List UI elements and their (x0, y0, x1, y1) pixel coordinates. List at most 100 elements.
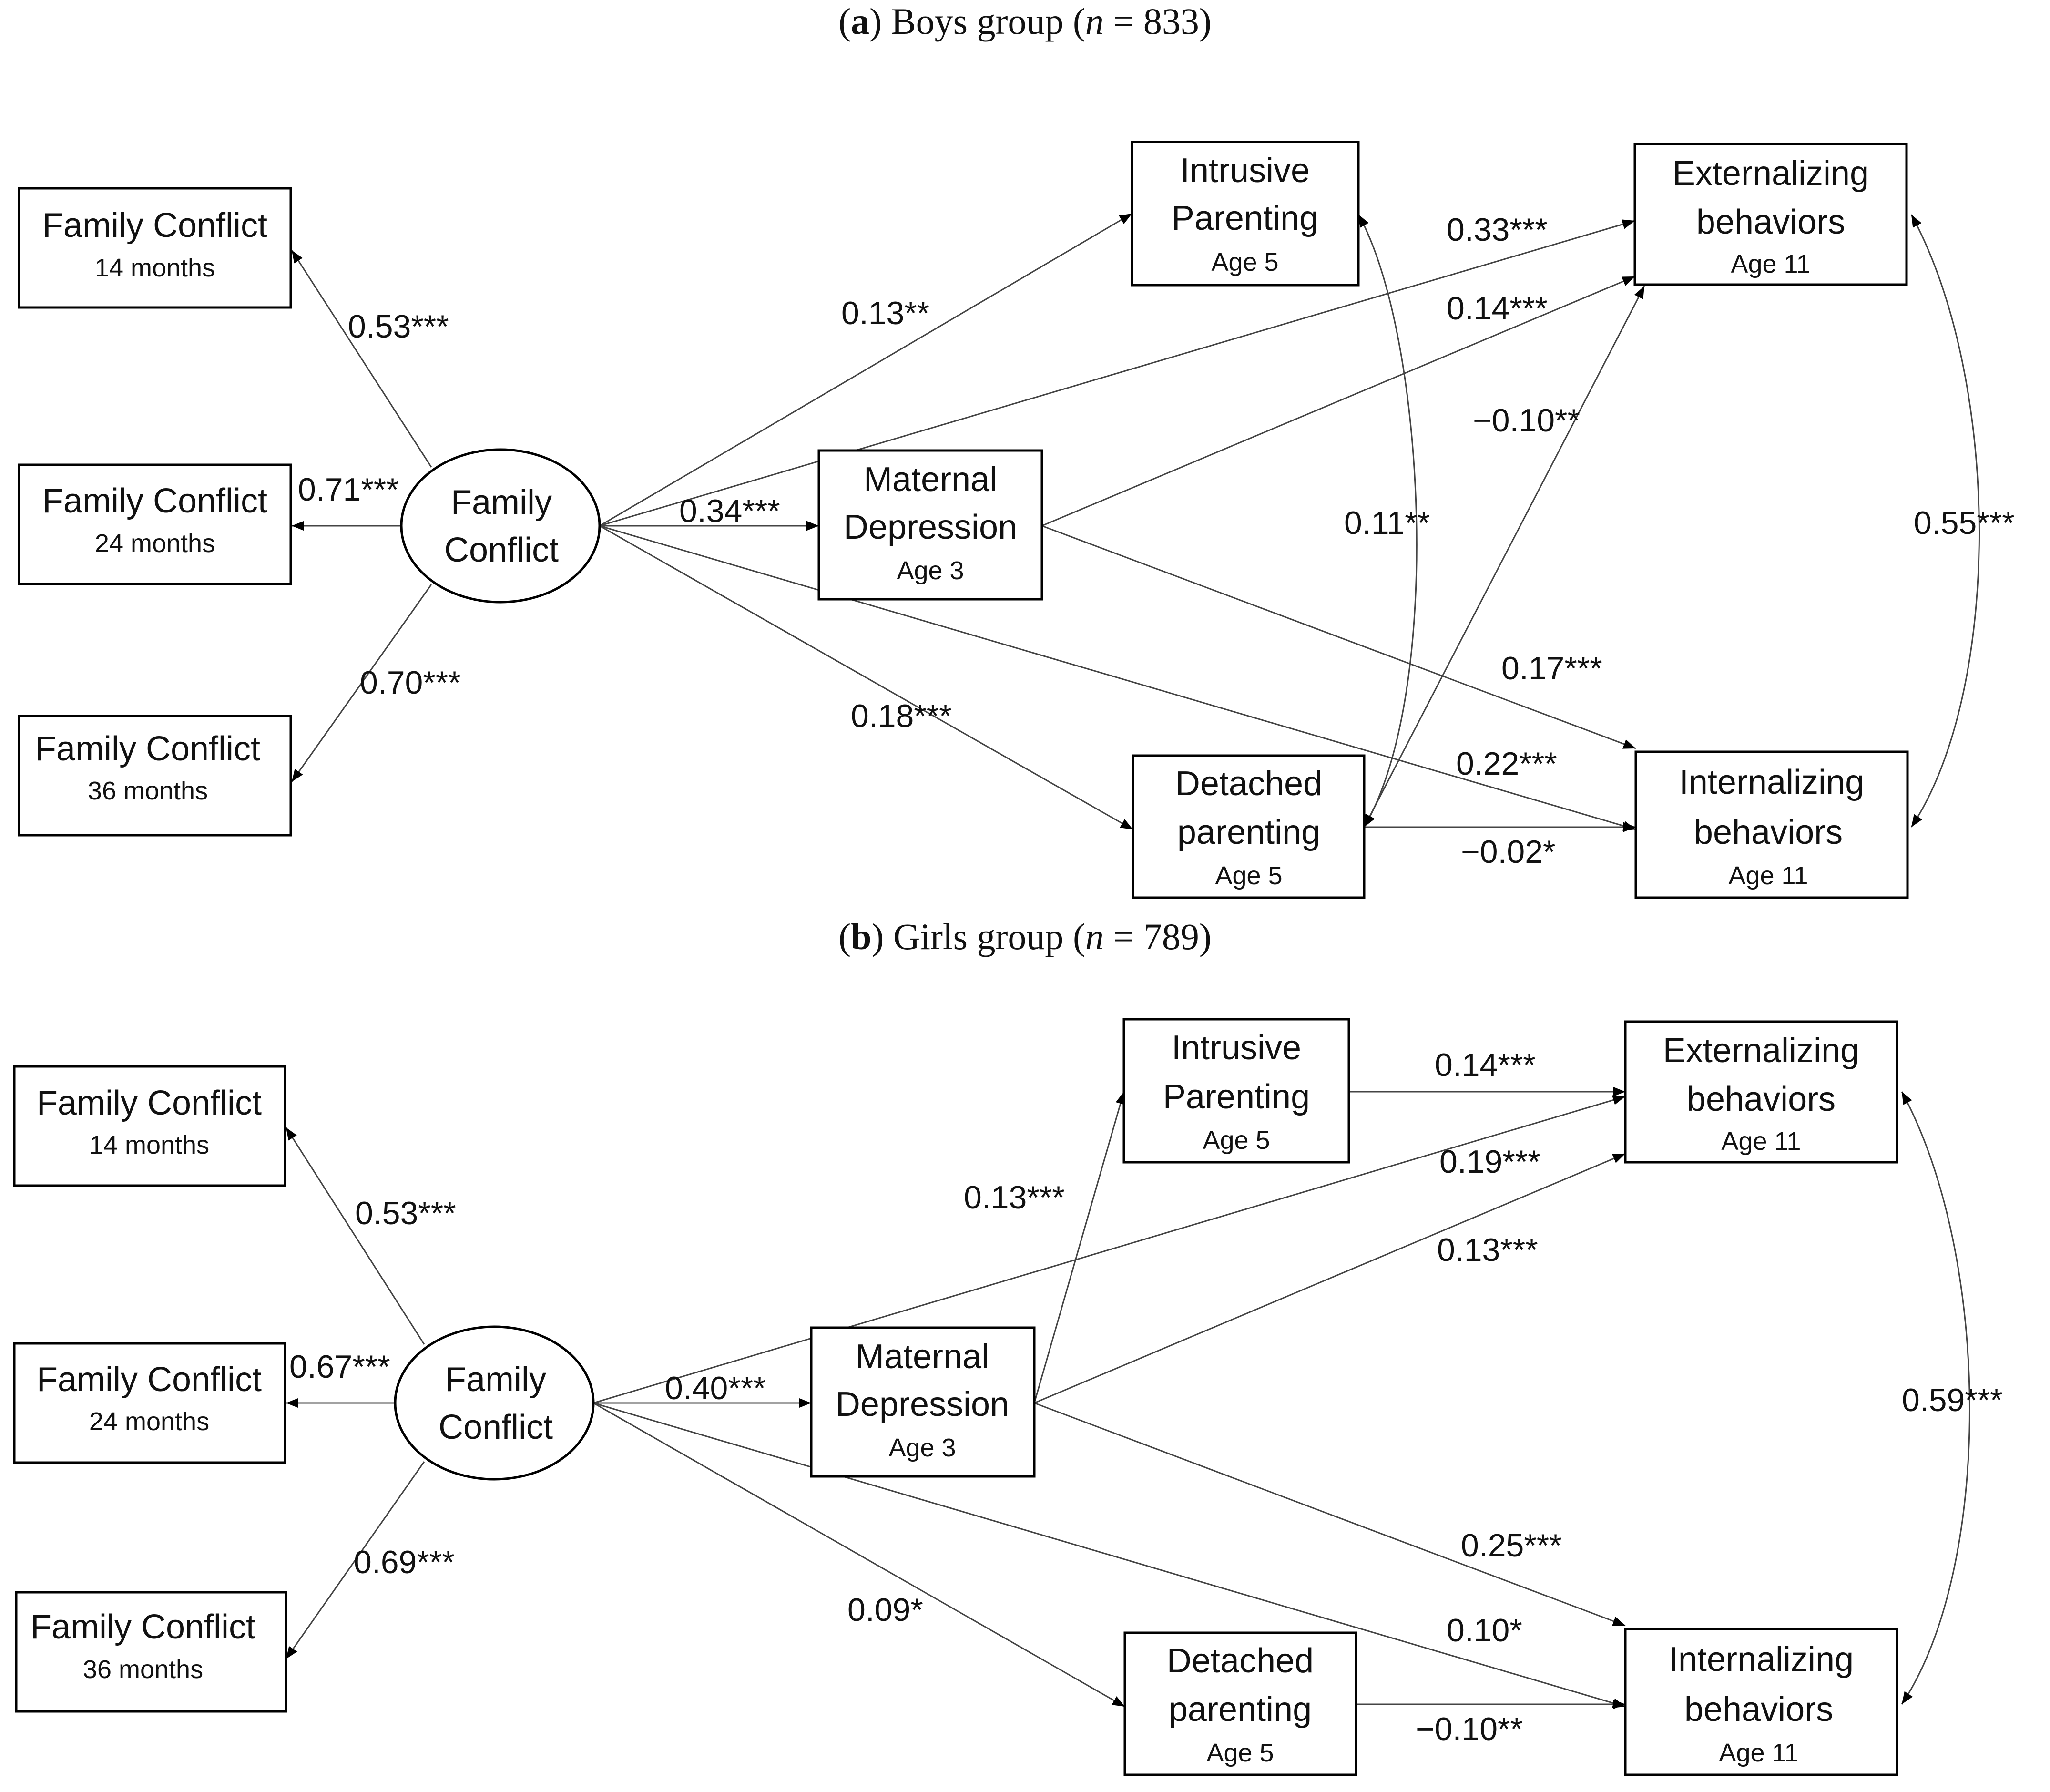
node-intrusive-b: Intrusive Parenting Age 5 (1122, 1018, 1350, 1164)
coef-maternal-external-b: 0.13*** (1437, 1232, 1538, 1268)
label-detached-line2: parenting (1177, 813, 1320, 851)
box-intrusive (1131, 141, 1360, 287)
box-intrusive-b (1122, 1018, 1350, 1164)
path-detached-external (1363, 286, 1645, 828)
label-latent-line2: Conflict (444, 531, 559, 569)
label-fc14-b: Family Conflict (37, 1084, 262, 1122)
node-detached-b: Detached parenting Age 5 (1123, 1631, 1357, 1776)
path-latent-intrusive (599, 213, 1132, 527)
node-internal-b: Internalizing behaviors Age 11 (1624, 1628, 1898, 1776)
sub-internal-b: Age 11 (1719, 1739, 1798, 1767)
coef-external-internal: 0.55*** (1914, 505, 2015, 541)
panel-b-paths (285, 1086, 1970, 1710)
panel-a-title: (a) Boys group (n = 833) (838, 0, 1212, 42)
coef-detached-internal-b: −0.10** (1416, 1711, 1523, 1747)
box-detached (1132, 754, 1366, 899)
node-fc14-b: Family Conflict 14 months (13, 1065, 286, 1187)
label-internal-line2-b: behaviors (1684, 1690, 1833, 1729)
coef-maternal-internal-b: 0.25*** (1461, 1527, 1562, 1564)
path-latent-external (599, 219, 1635, 527)
coef-latent-intrusive: 0.13** (841, 295, 929, 331)
path-maternal-internal (1041, 525, 1636, 749)
sub-fc24-b: 24 months (89, 1407, 209, 1436)
label-fc24: Family Conflict (42, 482, 267, 520)
sub-maternal-b: Age 3 (888, 1434, 956, 1462)
path-latent-detached (599, 525, 1133, 830)
sub-maternal: Age 3 (897, 556, 964, 585)
box-external (1633, 143, 1908, 286)
label-maternal-line1: Maternal (864, 461, 997, 499)
path-latent-fc14-b (285, 1127, 425, 1345)
path-latent-fc14 (291, 250, 432, 468)
label-maternal-line2-b: Depression (836, 1385, 1009, 1423)
coef-latent-external: 0.33*** (1447, 212, 1548, 248)
node-detached: Detached parenting Age 5 (1132, 754, 1366, 899)
label-intrusive-line1: Intrusive (1180, 152, 1310, 190)
path-maternal-intrusive-b (1033, 1091, 1125, 1403)
label-maternal-line2: Depression (844, 508, 1017, 546)
box-maternal-b (810, 1326, 1036, 1478)
label-detached-line2-b: parenting (1169, 1690, 1312, 1729)
corr-external-internal (1910, 214, 1980, 828)
label-intrusive-line1-b: Intrusive (1172, 1029, 1301, 1067)
panel-a-diagram: Family Conflict 14 months Family Conflic… (18, 141, 2015, 899)
path-latent-fc36-b (285, 1461, 425, 1659)
coef-detached-internal: −0.02* (1461, 834, 1556, 870)
label-latent-line1: Family (451, 483, 552, 522)
label-internal-line2: behaviors (1694, 813, 1843, 851)
path-latent-external-b (593, 1095, 1626, 1404)
node-maternal: Maternal Depression Age 3 (817, 449, 1043, 601)
sub-intrusive-b: Age 5 (1203, 1126, 1270, 1155)
box-fc14 (18, 187, 292, 309)
path-maternal-internal-b (1034, 1402, 1626, 1627)
label-maternal-line1-b: Maternal (856, 1338, 989, 1376)
coef-latent-fc24: 0.71*** (298, 471, 399, 508)
label-external-line1-b: Externalizing (1663, 1032, 1859, 1070)
panel-a-n-symbol: n (1085, 0, 1104, 42)
label-internal-line1: Internalizing (1679, 763, 1864, 801)
label-detached-line1-b: Detached (1167, 1642, 1314, 1680)
label-fc14: Family Conflict (42, 206, 267, 245)
coef-maternal-internal: 0.17*** (1501, 650, 1602, 686)
panel-b-diagram: Family Conflict 14 months Family Conflic… (13, 1018, 2003, 1776)
node-intrusive: Intrusive Parenting Age 5 (1131, 141, 1360, 287)
corr-external-internal-b (1901, 1091, 1970, 1705)
ellipse-latent-b (394, 1325, 595, 1481)
node-fc24-b: Family Conflict 24 months (13, 1342, 286, 1464)
box-fc24-b (13, 1342, 286, 1464)
box-detached-b (1123, 1631, 1357, 1776)
label-external-line2: behaviors (1696, 203, 1845, 241)
panel-b-group: Girls group (893, 916, 1064, 957)
label-external-line2-b: behaviors (1687, 1080, 1836, 1118)
panel-b-n-symbol: n (1085, 916, 1104, 957)
box-internal (1634, 750, 1909, 899)
node-maternal-b: Maternal Depression Age 3 (810, 1326, 1036, 1478)
path-maternal-external-b (1034, 1153, 1626, 1404)
box-fc14-b (13, 1065, 286, 1187)
coef-latent-detached: 0.18*** (851, 698, 952, 734)
coef-maternal-intrusive-b: 0.13*** (964, 1179, 1065, 1216)
box-fc36-b (15, 1591, 287, 1713)
panel-a-letter: a (851, 0, 870, 42)
ellipse-latent (400, 448, 601, 604)
sub-fc36-b: 36 months (83, 1655, 203, 1684)
coef-latent-fc14-b: 0.53*** (355, 1195, 456, 1231)
path-latent-detached-b (593, 1402, 1125, 1708)
sub-external: Age 11 (1731, 250, 1810, 278)
node-fc36-b: Family Conflict 36 months (15, 1591, 287, 1713)
node-latent: Family Conflict (400, 448, 601, 604)
node-fc24: Family Conflict 24 months (18, 463, 292, 585)
panel-b-letter: b (851, 916, 872, 957)
coef-latent-fc14: 0.53*** (348, 308, 449, 345)
coef-latent-maternal: 0.34*** (679, 493, 780, 529)
panel-b-n-value: = 789 (1113, 916, 1199, 957)
label-intrusive-line2-b: Parenting (1163, 1078, 1310, 1116)
panel-a-group: Boys group (891, 0, 1064, 42)
coef-intrusive-detached: 0.11** (1344, 505, 1430, 541)
sub-fc14-b: 14 months (89, 1131, 209, 1159)
label-fc36: Family Conflict (35, 730, 260, 768)
panel-a-paths (291, 213, 1980, 832)
label-external-line1: Externalizing (1673, 154, 1869, 193)
node-external-b: Externalizing behaviors Age 11 (1624, 1020, 1898, 1164)
panel-b-title: (b) Girls group (n = 789) (838, 916, 1212, 957)
